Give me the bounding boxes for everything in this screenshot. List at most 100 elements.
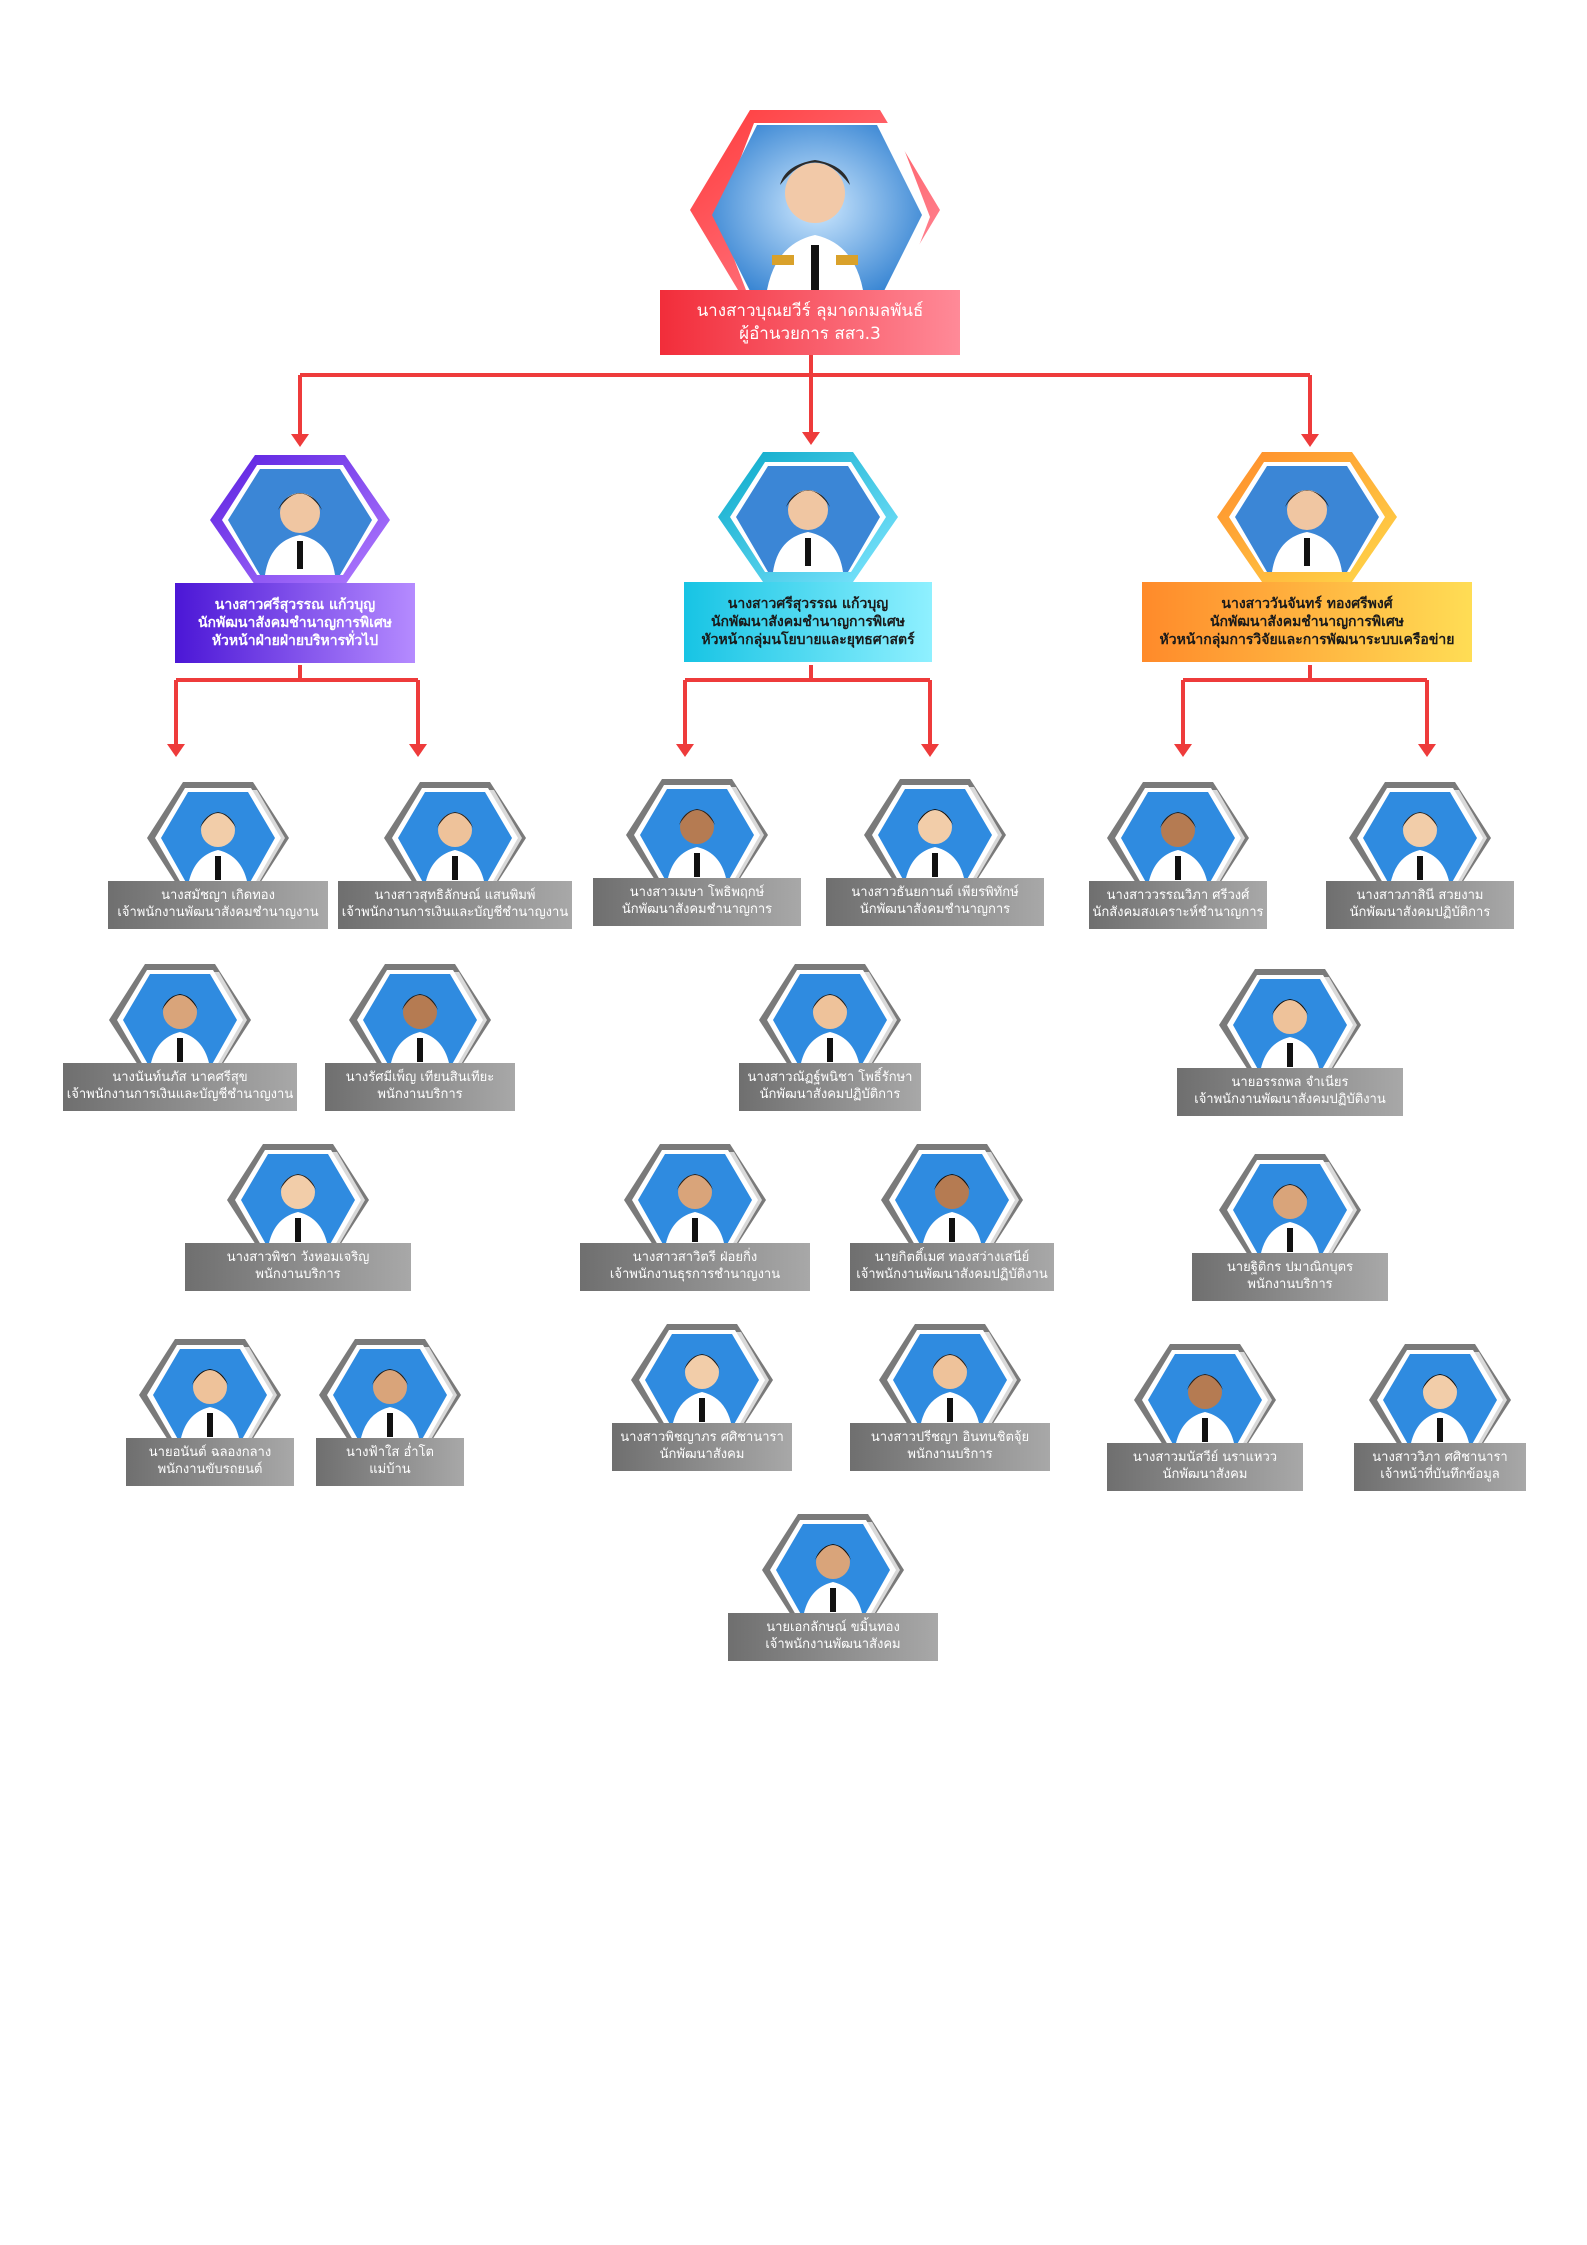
group-lead-label: นางสาวศรีสุวรรณ แก้วบุญ นักพัฒนาสังคมชำน… [684,582,932,662]
staff-name: นางสาวมนัสวีย์ นราแหวว [1132,1450,1278,1466]
staff-node: นางสาววรรณวิภา ศรีวงศ์นักสังคมสงเคราะห์ช… [1089,778,1267,929]
staff-portrait [384,782,526,894]
staff-portrait [879,1324,1021,1436]
person-photo-icon [1121,792,1235,886]
staff-name: นางสาวสาวิตรี ฝ่อยกิ่ง [632,1250,758,1266]
staff-position: เจ้าพนักงานการเงินและบัญชีชำนาญงาน [341,905,569,920]
staff-portrait [1107,782,1249,894]
staff-node: นางสาวพิชา วังหอมเจริญพนักงานบริการ [185,1140,411,1291]
staff-position: แม่บ้าน [369,1462,411,1477]
person-photo-icon [123,974,237,1068]
staff-portrait [762,1514,904,1626]
person-photo-icon [1233,979,1347,1073]
staff-name: นางนันท์นภัส นาคศรีสุข [112,1070,248,1086]
staff-portrait [864,779,1006,891]
arrow-down-icon [409,744,427,757]
group-lead-policy: นางสาวศรีสุวรรณ แก้วบุญ นักพัฒนาสังคมชำน… [684,452,932,662]
staff-node: นางสาวสาวิตรี ฝ่อยกิ่งเจ้าพนักงานธุรการช… [580,1140,810,1291]
staff-node: นายฐิติกร ปมาณิกบุตรพนักงานบริการ [1192,1150,1388,1301]
staff-name: นายเอกลักษณ์ ขมิ้นทอง [766,1620,900,1636]
lead-unit: หัวหน้ากลุ่มการวิจัยและการพัฒนาระบบเครือ… [1159,632,1455,649]
staff-label: นางสาวมนัสวีย์ นราแหววนักพัฒนาสังคม [1107,1443,1303,1491]
staff-node: นายอนันต์ ฉลองกลางพนักงานขับรถยนต์ [126,1335,294,1486]
lead-unit: หัวหน้ากลุ่มนโยบายและยุทธศาสตร์ [701,632,915,649]
staff-position: เจ้าพนักงานพัฒนาสังคมปฏิบัติงาน [1194,1092,1386,1107]
staff-portrait [227,1144,369,1256]
staff-position: พนักงานบริการ [907,1447,993,1462]
staff-position: นักพัฒนาสังคมชำนาญการ [859,902,1011,917]
staff-node: นายอรรถพล จำเนียรเจ้าพนักงานพัฒนาสังคมปฏ… [1177,965,1403,1116]
staff-position: เจ้าพนักงานการเงินและบัญชีชำนาญงาน [66,1087,294,1102]
lead-position: นักพัฒนาสังคมชำนาญการพิเศษ [710,613,906,630]
staff-label: นางรัศมีเพ็ญ เทียนสินเทียะพนักงานบริการ [325,1063,515,1111]
staff-portrait [1219,969,1361,1081]
staff-position: นักพัฒนาสังคมชำนาญการ [621,902,773,917]
director-portrait [690,110,940,311]
staff-portrait [759,964,901,1076]
staff-portrait [631,1324,773,1436]
person-photo-icon [878,789,992,883]
staff-name: นางสาววิภา ศศิชานารา [1372,1450,1508,1466]
staff-label: นางสาววิภา ศศิชานาราเจ้าหน้าที่บันทึกข้อ… [1354,1443,1526,1491]
person-photo-icon [333,1349,447,1443]
staff-position: เจ้าพนักงานพัฒนาสังคมชำนาญงาน [117,905,319,920]
staff-label: นางสาวณัฏฐ์พนิชา โพธิ์รักษานักพัฒนาสังคม… [739,1063,921,1111]
staff-label: นางสาวเมษา โพธิพฤกษ์นักพัฒนาสังคมชำนาญกา… [593,878,801,926]
staff-node: นายเอกลักษณ์ ขมิ้นทองเจ้าพนักงานพัฒนาสัง… [728,1510,938,1661]
lead-name: นางสาวศรีสุวรรณ แก้วบุญ [727,595,889,612]
staff-portrait [147,782,289,894]
staff-name: นางสาวเมษา โพธิพฤกษ์ [629,885,765,901]
staff-node: นางสมัชญา เกิดทองเจ้าพนักงานพัฒนาสังคมชำ… [108,778,328,929]
person-photo-icon [645,1334,759,1428]
staff-position: นักสังคมสงเคราะห์ชำนาญการ [1092,905,1264,920]
person-photo-icon [1235,466,1379,572]
group-lead-admin: นางสาวศรีสุวรรณ แก้วบุญ นักพัฒนาสังคมชำน… [175,455,415,663]
staff-label: นางนันท์นภัส นาคศรีสุขเจ้าพนักงานการเงิน… [63,1063,297,1111]
arrow-down-icon [1301,434,1319,447]
person-photo-icon [638,1154,752,1248]
person-photo-icon [895,1154,1009,1248]
staff-position: พนักงานขับรถยนต์ [157,1462,263,1477]
staff-name: นางสาวธันยกานต์ เพียรพิทักษ์ [851,885,1019,901]
staff-position: เจ้าพนักงานพัฒนาสังคม [765,1637,901,1652]
staff-portrait [626,779,768,891]
staff-label: นางสาวพิชา วังหอมเจริญพนักงานบริการ [185,1243,411,1291]
staff-label: นายฐิติกร ปมาณิกบุตรพนักงานบริการ [1192,1253,1388,1301]
staff-label: นางสาววรรณวิภา ศรีวงศ์นักสังคมสงเคราะห์ช… [1089,881,1267,929]
staff-label: นางสาวพิชญาภร ศศิชานารานักพัฒนาสังคม [612,1423,792,1471]
staff-name: นางสาวสุทธิลักษณ์ แสนพิมพ์ [374,888,536,904]
staff-label: นางสาวสุทธิลักษณ์ แสนพิมพ์เจ้าพนักงานการ… [338,881,572,929]
director-name: นางสาวบุณยวีร์ ลุมาดกมลพันธ์ [696,301,924,322]
arrow-down-icon [802,432,820,445]
staff-name: นายกิตติ์เมศ ทองสว่างเสนีย์ [874,1250,1030,1266]
staff-node: นางสาวพิชญาภร ศศิชานารานักพัฒนาสังคม [612,1320,792,1471]
person-photo-icon [773,974,887,1068]
person-photo-icon [1233,1164,1347,1258]
staff-name: นางสาวพิชญาภร ศศิชานารา [620,1430,784,1446]
staff-position: นักพัฒนาสังคมปฏิบัติการ [759,1087,901,1102]
staff-node: นางฟ้าใส อ่ำโตแม่บ้าน [315,1335,465,1486]
staff-position: เจ้าพนักงานธุรการชำนาญงาน [609,1267,781,1282]
staff-position: นักพัฒนาสังคม [659,1447,745,1462]
staff-name: นางสาวปรีชญา อินทนชิตจุ้ย [870,1430,1030,1446]
staff-label: นางสมัชญา เกิดทองเจ้าพนักงานพัฒนาสังคมชำ… [108,881,328,929]
staff-name: นางสาวพิชา วังหอมเจริญ [226,1250,370,1266]
staff-position: พนักงานบริการ [1247,1277,1333,1292]
lead-position: นักพัฒนาสังคมชำนาญการพิเศษ [1209,613,1405,630]
staff-portrait [881,1144,1023,1256]
director-node: นางสาวบุณยวีร์ ลุมาดกมลพันธ์ ผู้อำนวยการ… [660,105,960,355]
arrow-down-icon [1174,744,1192,757]
person-photo-icon [1148,1354,1262,1448]
arrow-down-icon [921,744,939,757]
staff-position: พนักงานบริการ [377,1087,463,1102]
staff-label: นางสาวธันยกานต์ เพียรพิทักษ์นักพัฒนาสังค… [826,878,1044,926]
lead-unit: หัวหน้าฝ่ายฝ่ายบริหารทั่วไป [211,633,379,650]
lead-position: นักพัฒนาสังคมชำนาญการพิเศษ [197,614,393,631]
staff-name: นางฟ้าใส อ่ำโต [346,1445,434,1461]
staff-name: นางสาวณัฏฐ์พนิชา โพธิ์รักษา [747,1070,913,1086]
staff-node: นายกิตติ์เมศ ทองสว่างเสนีย์เจ้าพนักงานพั… [850,1140,1054,1291]
staff-portrait [624,1144,766,1256]
staff-portrait [139,1339,281,1451]
person-photo-icon [712,125,922,305]
